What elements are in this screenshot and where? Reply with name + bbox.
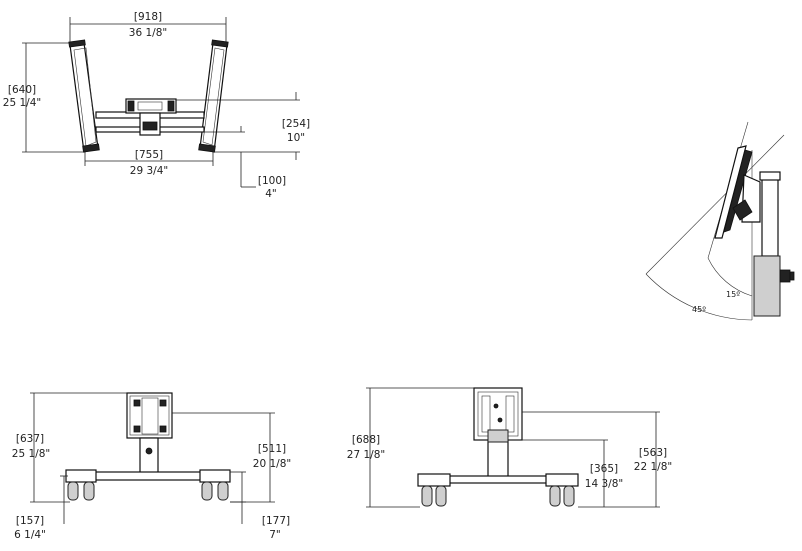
top-left-leg [68,39,100,153]
dim-640-in: 25 1/4" [3,97,41,109]
dim-637-in: 25 1/8" [12,448,50,460]
dim-100-mm: [100] [258,175,286,187]
dim-918-mm: [918] [134,11,162,23]
side-caster-left [417,473,451,507]
dim-254-mm: [254] [282,118,310,130]
dim-511-mm: [511] [258,443,286,455]
front-caster-left [65,469,97,501]
dim-177-in: 7" [269,529,281,541]
dim-640-mm: [640] [8,84,36,96]
side-view: [688] 27 1/8" [365] 14 3/8" [563] 22 1/8… [347,387,672,508]
top-view: [918] 36 1/8" [640] 25 1/4" [755] 29 3/4… [3,11,310,200]
dim-365-in: 14 3/8" [585,478,623,490]
dim-157-mm: [157] [16,515,44,527]
dim-688-in: 27 1/8" [347,449,385,461]
dim-365-mm: [365] [590,463,618,475]
front-caster-right [199,469,231,501]
dim-563-mm: [563] [639,447,667,459]
dim-755-in: 29 3/4" [130,165,168,177]
angle-45: 45º [692,305,706,314]
dim-177-mm: [177] [262,515,290,527]
dim-563-in: 22 1/8" [634,461,672,473]
side-caster-right [545,473,579,507]
dim-157-in: 6 1/4" [14,529,46,541]
top-right-leg [198,39,229,153]
dim-511-in: 20 1/8" [253,458,291,470]
dim-254-in: 10" [287,132,305,144]
angle-15: 15º [726,290,740,299]
dim-688-mm: [688] [352,434,380,446]
dim-918-in: 36 1/8" [129,27,167,39]
dim-637-mm: [637] [16,433,44,445]
dim-100-in: 4" [265,188,277,200]
front-view: [637] 25 1/8" [511] 20 1/8" [157] 6 1/4"… [12,392,291,541]
tilt-view: 15º 45º [645,121,795,321]
dim-755-mm: [755] [135,149,163,161]
